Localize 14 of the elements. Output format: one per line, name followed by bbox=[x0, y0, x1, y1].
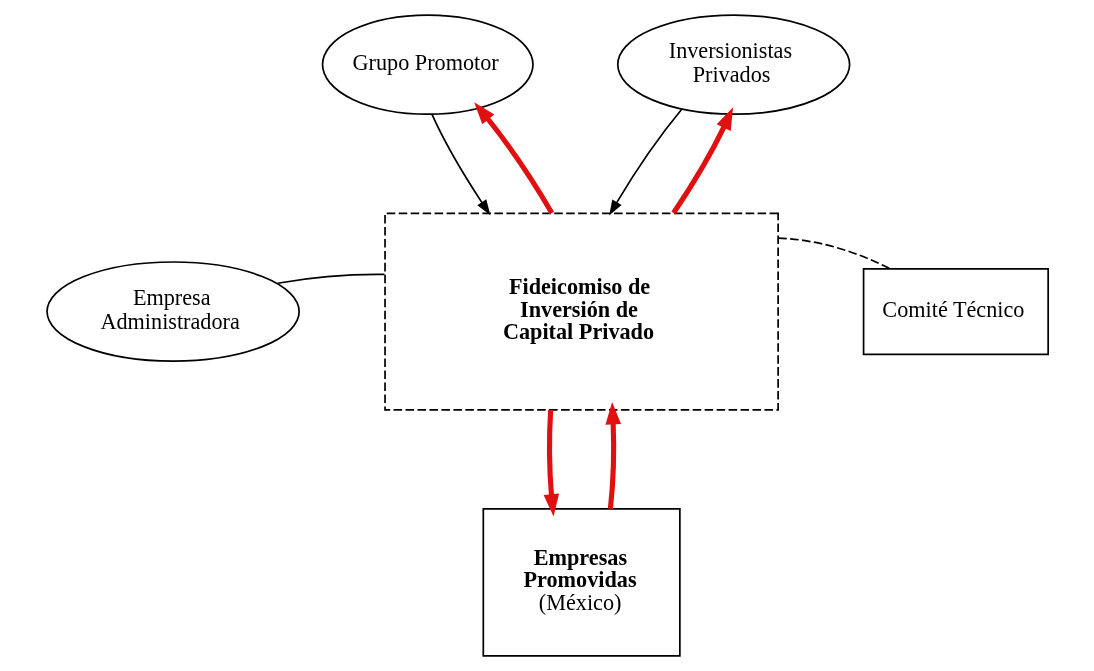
arrow bbox=[604, 402, 621, 509]
arrow bbox=[430, 113, 490, 216]
connector bbox=[276, 273, 385, 285]
arrow bbox=[670, 107, 733, 215]
arrow bbox=[473, 102, 554, 215]
node-ellipse: Grupo Promotor bbox=[321, 14, 534, 116]
node-box: Fideicomiso de Inversión de Capital Privado bbox=[383, 212, 779, 411]
connector bbox=[776, 237, 891, 270]
arrow bbox=[608, 108, 683, 216]
node-ellipse: Empresa Administradora bbox=[45, 261, 300, 362]
node-box: Empresas Promovidas (México) bbox=[481, 508, 681, 657]
arrow bbox=[543, 409, 559, 517]
node-box: Comité Técnico bbox=[862, 268, 1049, 356]
node-ellipse: Inversionistas Privados bbox=[616, 14, 850, 116]
